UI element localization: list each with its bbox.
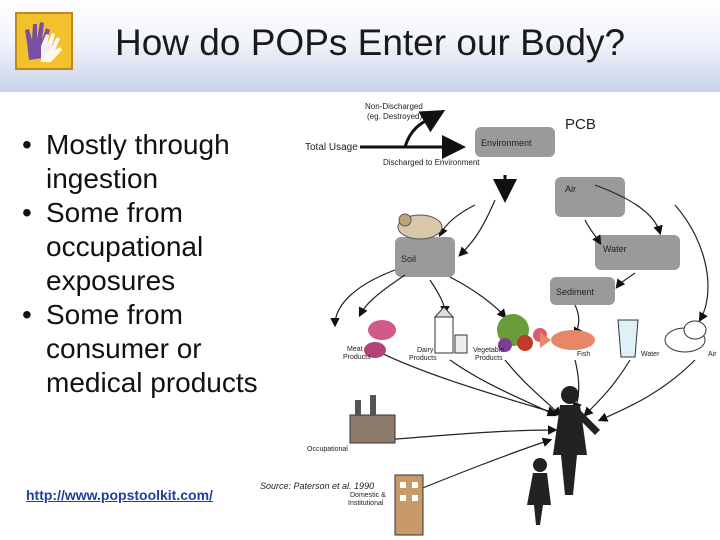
bullet-item: • Some from occupational exposures	[18, 196, 268, 298]
domestic-label: Domestic &	[350, 492, 386, 499]
fish-icon	[540, 330, 595, 350]
slide-header	[0, 0, 720, 92]
vegetables-icon	[497, 314, 547, 352]
bullet-text: Mostly through ingestion	[46, 129, 230, 194]
non-discharged-label: Non-Discharged	[365, 102, 423, 111]
vegetable-label: Vegetable	[473, 347, 504, 354]
source-label: Source: Paterson et al. 1990	[260, 481, 374, 491]
building-icon	[394, 474, 424, 536]
air-label: Air	[565, 184, 576, 194]
pcb-pathway-diagram: PCB Non-Discharged (eg. Destroyed) Total…	[260, 102, 717, 536]
dairy-icon	[433, 306, 468, 354]
factory-icon	[349, 395, 396, 444]
bullet-item: • Mostly through ingestion	[18, 128, 268, 196]
domestic-sub-label: Institutional	[348, 500, 384, 507]
pcb-label: PCB	[565, 116, 596, 133]
vegetable-sub-label: Products	[475, 355, 503, 362]
bullet-marker: •	[22, 129, 32, 160]
water-glass-icon	[617, 319, 639, 358]
meat-label: Meat	[347, 346, 363, 353]
dairy-sub-label: Products	[409, 355, 437, 362]
fish-label: Fish	[577, 351, 590, 358]
soil-box	[395, 237, 455, 277]
animals-icon	[397, 213, 443, 240]
dairy-label: Dairy	[417, 347, 434, 354]
bullet-list: • Mostly through ingestion • Some from occ…	[18, 128, 268, 400]
sediment-label: Sediment	[556, 287, 595, 297]
discharged-label: Discharged to Environment	[383, 158, 480, 167]
non-discharged-sub-label: (eg. Destroyed)	[367, 112, 422, 121]
water-drink-label: Water	[641, 351, 660, 358]
bullet-text: Some from consumer or medical products	[46, 299, 258, 398]
sediment-box	[550, 277, 615, 305]
popstoolkit-link[interactable]: http://www.popstoolkit.com/	[26, 487, 213, 503]
hands-logo-icon	[15, 12, 73, 70]
bullet-text: Some from occupational exposures	[46, 197, 204, 296]
soil-label: Soil	[401, 254, 416, 264]
flow-arrows	[330, 184, 709, 496]
air-cloud-label: Air	[708, 351, 717, 358]
mother-child-icon	[527, 386, 600, 525]
water-label: Water	[603, 244, 627, 254]
bullet-item: • Some from consumer or medical products	[18, 298, 268, 400]
total-usage-label: Total Usage	[305, 142, 358, 153]
meat-icon	[364, 320, 396, 358]
bullet-marker: •	[22, 197, 32, 228]
slide-title: How do POPs Enter our Body?	[115, 22, 626, 63]
environment-box	[475, 127, 555, 157]
top-arrows	[360, 110, 517, 203]
occupational-label: Occupational	[307, 446, 348, 453]
environment-label: Environment	[481, 138, 532, 148]
meat-sub-label: Products	[343, 354, 371, 361]
bullet-marker: •	[22, 299, 32, 330]
water-box	[595, 235, 680, 270]
air-box	[555, 177, 625, 217]
cloud-icon	[664, 320, 707, 353]
